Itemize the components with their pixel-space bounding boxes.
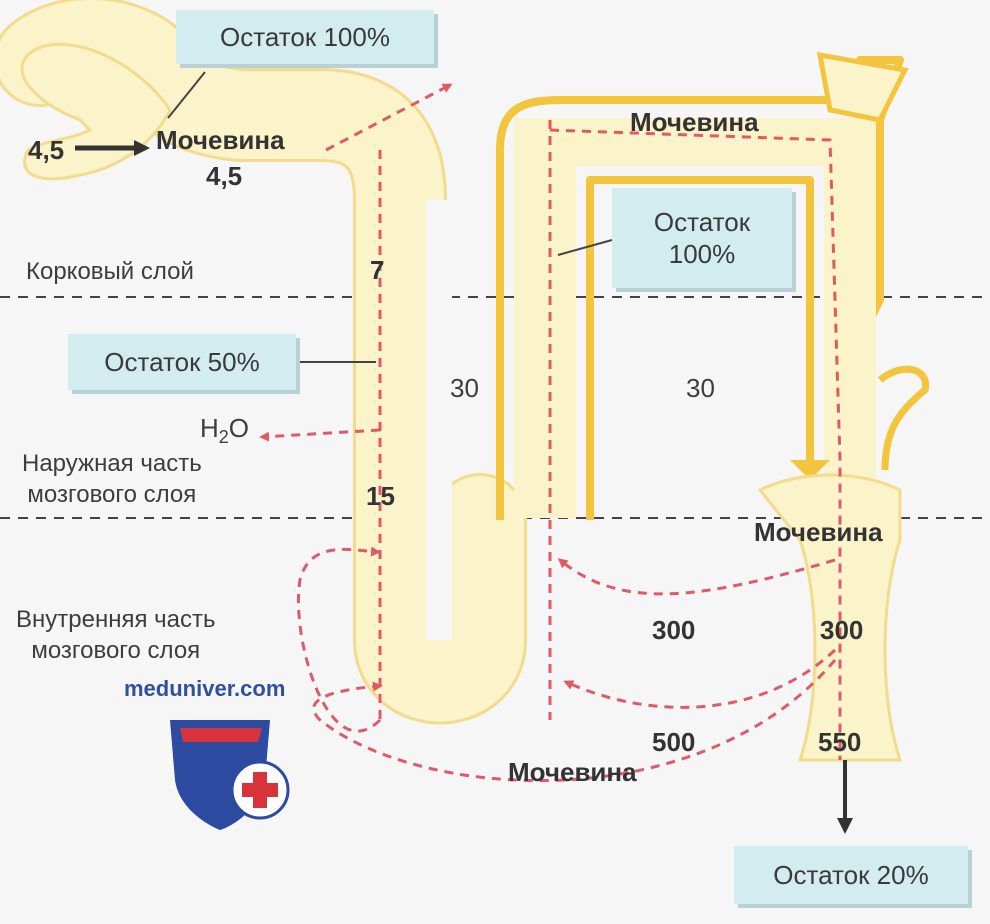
urea-label-collecting: Мочевина [754, 517, 883, 547]
urea-input-value: 4,5 [28, 135, 65, 165]
conc-300-right: 300 [820, 615, 864, 645]
conc-300-left: 300 [652, 615, 696, 645]
water-sub: 2 [218, 427, 229, 448]
water-h: H [200, 413, 219, 443]
leader-line-top [167, 71, 206, 119]
conc-30-left: 30 [450, 373, 479, 403]
urea-label-distal: Мочевина [630, 107, 759, 137]
collecting-duct [757, 365, 930, 762]
watermark-text: meduniver.com [124, 676, 286, 701]
thick-ascending-limb [496, 51, 909, 520]
zone-label-inner-medulla: Внутренняя часть мозгового слоя [16, 606, 216, 665]
conc-550: 550 [818, 727, 862, 757]
conc-15: 15 [366, 481, 395, 511]
urea-flow-arrows [259, 83, 842, 783]
conc-500: 500 [652, 727, 696, 757]
residue-box-50: Остаток 50% [68, 334, 296, 390]
urea-label-loop: Мочевина [508, 757, 637, 787]
residue-box-100-top: Остаток 100% [176, 10, 434, 64]
meduniver-logo [170, 720, 290, 830]
water-o: O [228, 413, 250, 443]
zone-label-outer-medulla: Наружная часть мозгового слоя [22, 450, 202, 509]
conc-7: 7 [370, 255, 385, 285]
water-label: H2O [200, 412, 249, 450]
leader-line-mid [557, 239, 613, 256]
loop-gap [426, 200, 452, 640]
urea-label-glomerulus: Мочевина [156, 125, 285, 155]
bowman-capsule [20, 42, 172, 181]
residue-box-20: Остаток 20% [734, 846, 968, 904]
conc-30-right: 30 [686, 373, 715, 403]
zone-label-cortex: Корковый слой [26, 258, 194, 285]
proximal-tubule [0, 0, 527, 725]
residue-box-100-mid: Остаток 100% [612, 188, 792, 288]
urea-glomerulus-value: 4,5 [206, 161, 243, 191]
